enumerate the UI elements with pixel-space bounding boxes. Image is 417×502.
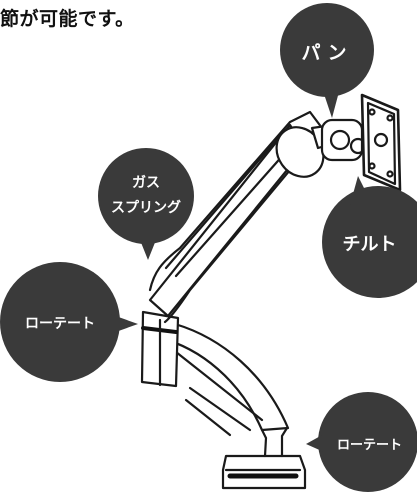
gas-spring-label-line1: ガス [132, 175, 160, 191]
upper-arm [148, 110, 327, 324]
pan-bubble [280, 3, 374, 118]
tilt-label: チルト [342, 234, 397, 255]
gas-spring-label-line2: スプリング [111, 200, 181, 216]
rotate-joint [140, 310, 180, 388]
tilt-bubble [322, 176, 417, 298]
base-clamp [221, 454, 307, 490]
gas-spring-bubble [98, 148, 194, 260]
intro-text: 節が可能です。 [0, 8, 135, 30]
rotate-label-left: ローテート [25, 316, 95, 332]
rotate-bubble-left [0, 262, 138, 382]
rotate-bubble-bottom [306, 392, 417, 492]
vesa-plate [360, 93, 402, 192]
gas-spring-label: ガス スプリング [104, 171, 188, 221]
rotate-label-bottom: ローテート [336, 438, 402, 453]
pan-label: パン [301, 42, 353, 64]
lower-arm [158, 322, 290, 437]
base-post [260, 426, 289, 458]
